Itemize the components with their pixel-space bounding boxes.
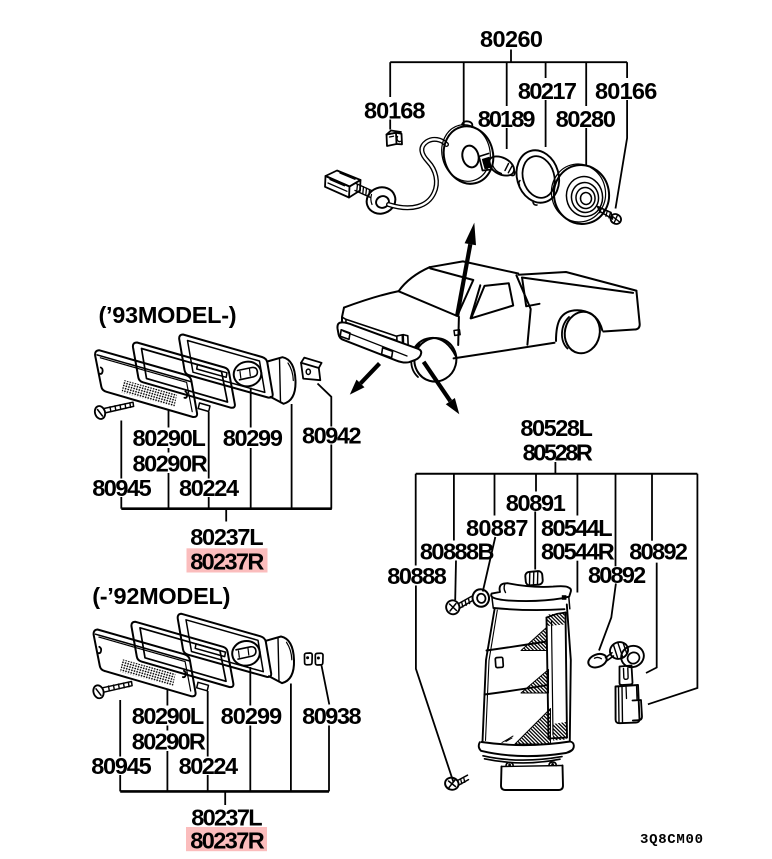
svg-text:80888B: 80888B [420, 539, 495, 565]
svg-text:3Q8CM00: 3Q8CM00 [640, 832, 703, 848]
svg-text:80544L: 80544L [541, 515, 613, 541]
svg-text:80945: 80945 [91, 753, 152, 779]
svg-text:80290R: 80290R [132, 729, 206, 755]
svg-text:80938: 80938 [302, 703, 362, 729]
svg-text:80290L: 80290L [133, 425, 206, 451]
svg-text:80260: 80260 [480, 26, 543, 52]
svg-text:80237R: 80237R [190, 828, 265, 854]
svg-text:80892: 80892 [588, 562, 646, 588]
svg-text:80224: 80224 [179, 475, 239, 501]
svg-text:80237L: 80237L [190, 524, 263, 550]
svg-text:80224: 80224 [179, 753, 239, 779]
svg-text:80280: 80280 [556, 106, 616, 132]
svg-text:80888: 80888 [387, 563, 447, 589]
svg-text:80237L: 80237L [191, 805, 262, 831]
svg-text:80290R: 80290R [133, 451, 208, 477]
svg-text:80299: 80299 [221, 703, 283, 729]
svg-text:80189: 80189 [478, 106, 536, 132]
svg-text:80892: 80892 [629, 539, 688, 565]
svg-text:80942: 80942 [302, 422, 362, 448]
svg-text:80168: 80168 [364, 98, 425, 124]
svg-text:80544R: 80544R [541, 539, 615, 565]
svg-text:80528R: 80528R [523, 440, 593, 466]
svg-text:80945: 80945 [92, 475, 152, 501]
svg-text:(’93MODEL-): (’93MODEL-) [99, 302, 237, 328]
svg-text:80166: 80166 [595, 78, 657, 104]
svg-text:80299: 80299 [223, 425, 283, 451]
svg-text:80217: 80217 [518, 78, 577, 104]
svg-text:(-’92MODEL): (-’92MODEL) [92, 583, 230, 609]
svg-text:80887: 80887 [466, 515, 529, 541]
svg-text:80237R: 80237R [190, 549, 264, 575]
svg-text:80290L: 80290L [132, 703, 204, 729]
svg-text:80528L: 80528L [520, 415, 593, 441]
